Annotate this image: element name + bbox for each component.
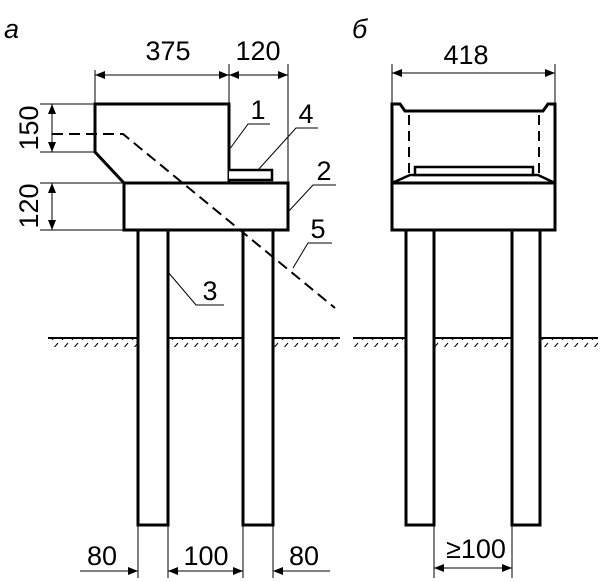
pile-right-a (241, 228, 275, 527)
view-a-letter: а (4, 14, 19, 44)
ground-line-a (48, 337, 340, 347)
dim-100: 100 (183, 541, 228, 571)
svg-text:4: 4 (298, 99, 313, 129)
dashed-line-a (52, 133, 336, 309)
upper-box-a (93, 102, 231, 185)
svg-text:1: 1 (250, 95, 265, 125)
upper-box-b (390, 102, 557, 183)
view-a: а 375 120 150 1 (4, 14, 340, 578)
callout-3: 3 (167, 271, 224, 306)
view-b: б 418 ≥100 (352, 14, 598, 578)
dim-120-left: 120 (14, 183, 44, 228)
beam-b (390, 181, 557, 232)
dim-375: 375 (145, 36, 190, 66)
pile-left-b (404, 228, 436, 527)
callout-2: 2 (287, 156, 336, 213)
svg-text:3: 3 (202, 276, 217, 306)
dim-ge-100: ≥100 (446, 534, 506, 564)
svg-text:5: 5 (310, 214, 325, 244)
dim-150: 150 (14, 105, 44, 150)
dim-80-right: 80 (289, 541, 319, 571)
callout-5: 5 (292, 214, 332, 269)
callout-1: 1 (228, 95, 270, 151)
svg-text:2: 2 (316, 156, 331, 186)
dim-120-top: 120 (235, 36, 280, 66)
callout-4: 4 (257, 99, 318, 171)
view-b-letter: б (352, 14, 368, 44)
plate-b (413, 165, 535, 177)
plate-a (229, 168, 274, 182)
pile-left-a (136, 228, 170, 527)
dim-418: 418 (443, 40, 488, 70)
dim-80-left: 80 (87, 541, 117, 571)
pile-right-b (510, 228, 542, 527)
beam-a (122, 181, 290, 232)
ground-line-b (353, 337, 598, 347)
